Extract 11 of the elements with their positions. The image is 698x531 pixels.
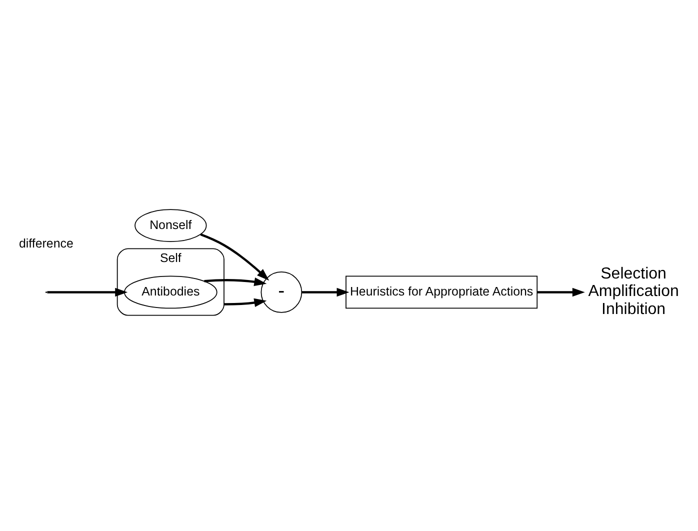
node-circle: - <box>260 271 302 312</box>
arrow <box>204 276 267 286</box>
node-ellipse: Antibodies <box>124 275 218 308</box>
node-box: Heuristics for Appropriate Actions <box>346 275 538 308</box>
node-text: Selection Amplification Inhibition <box>588 264 679 318</box>
arrow <box>47 287 128 296</box>
arrow <box>302 287 350 296</box>
label: difference <box>19 236 74 250</box>
arrow <box>200 232 270 280</box>
node-ellipse: Nonself <box>134 208 207 242</box>
arrow <box>537 287 585 296</box>
